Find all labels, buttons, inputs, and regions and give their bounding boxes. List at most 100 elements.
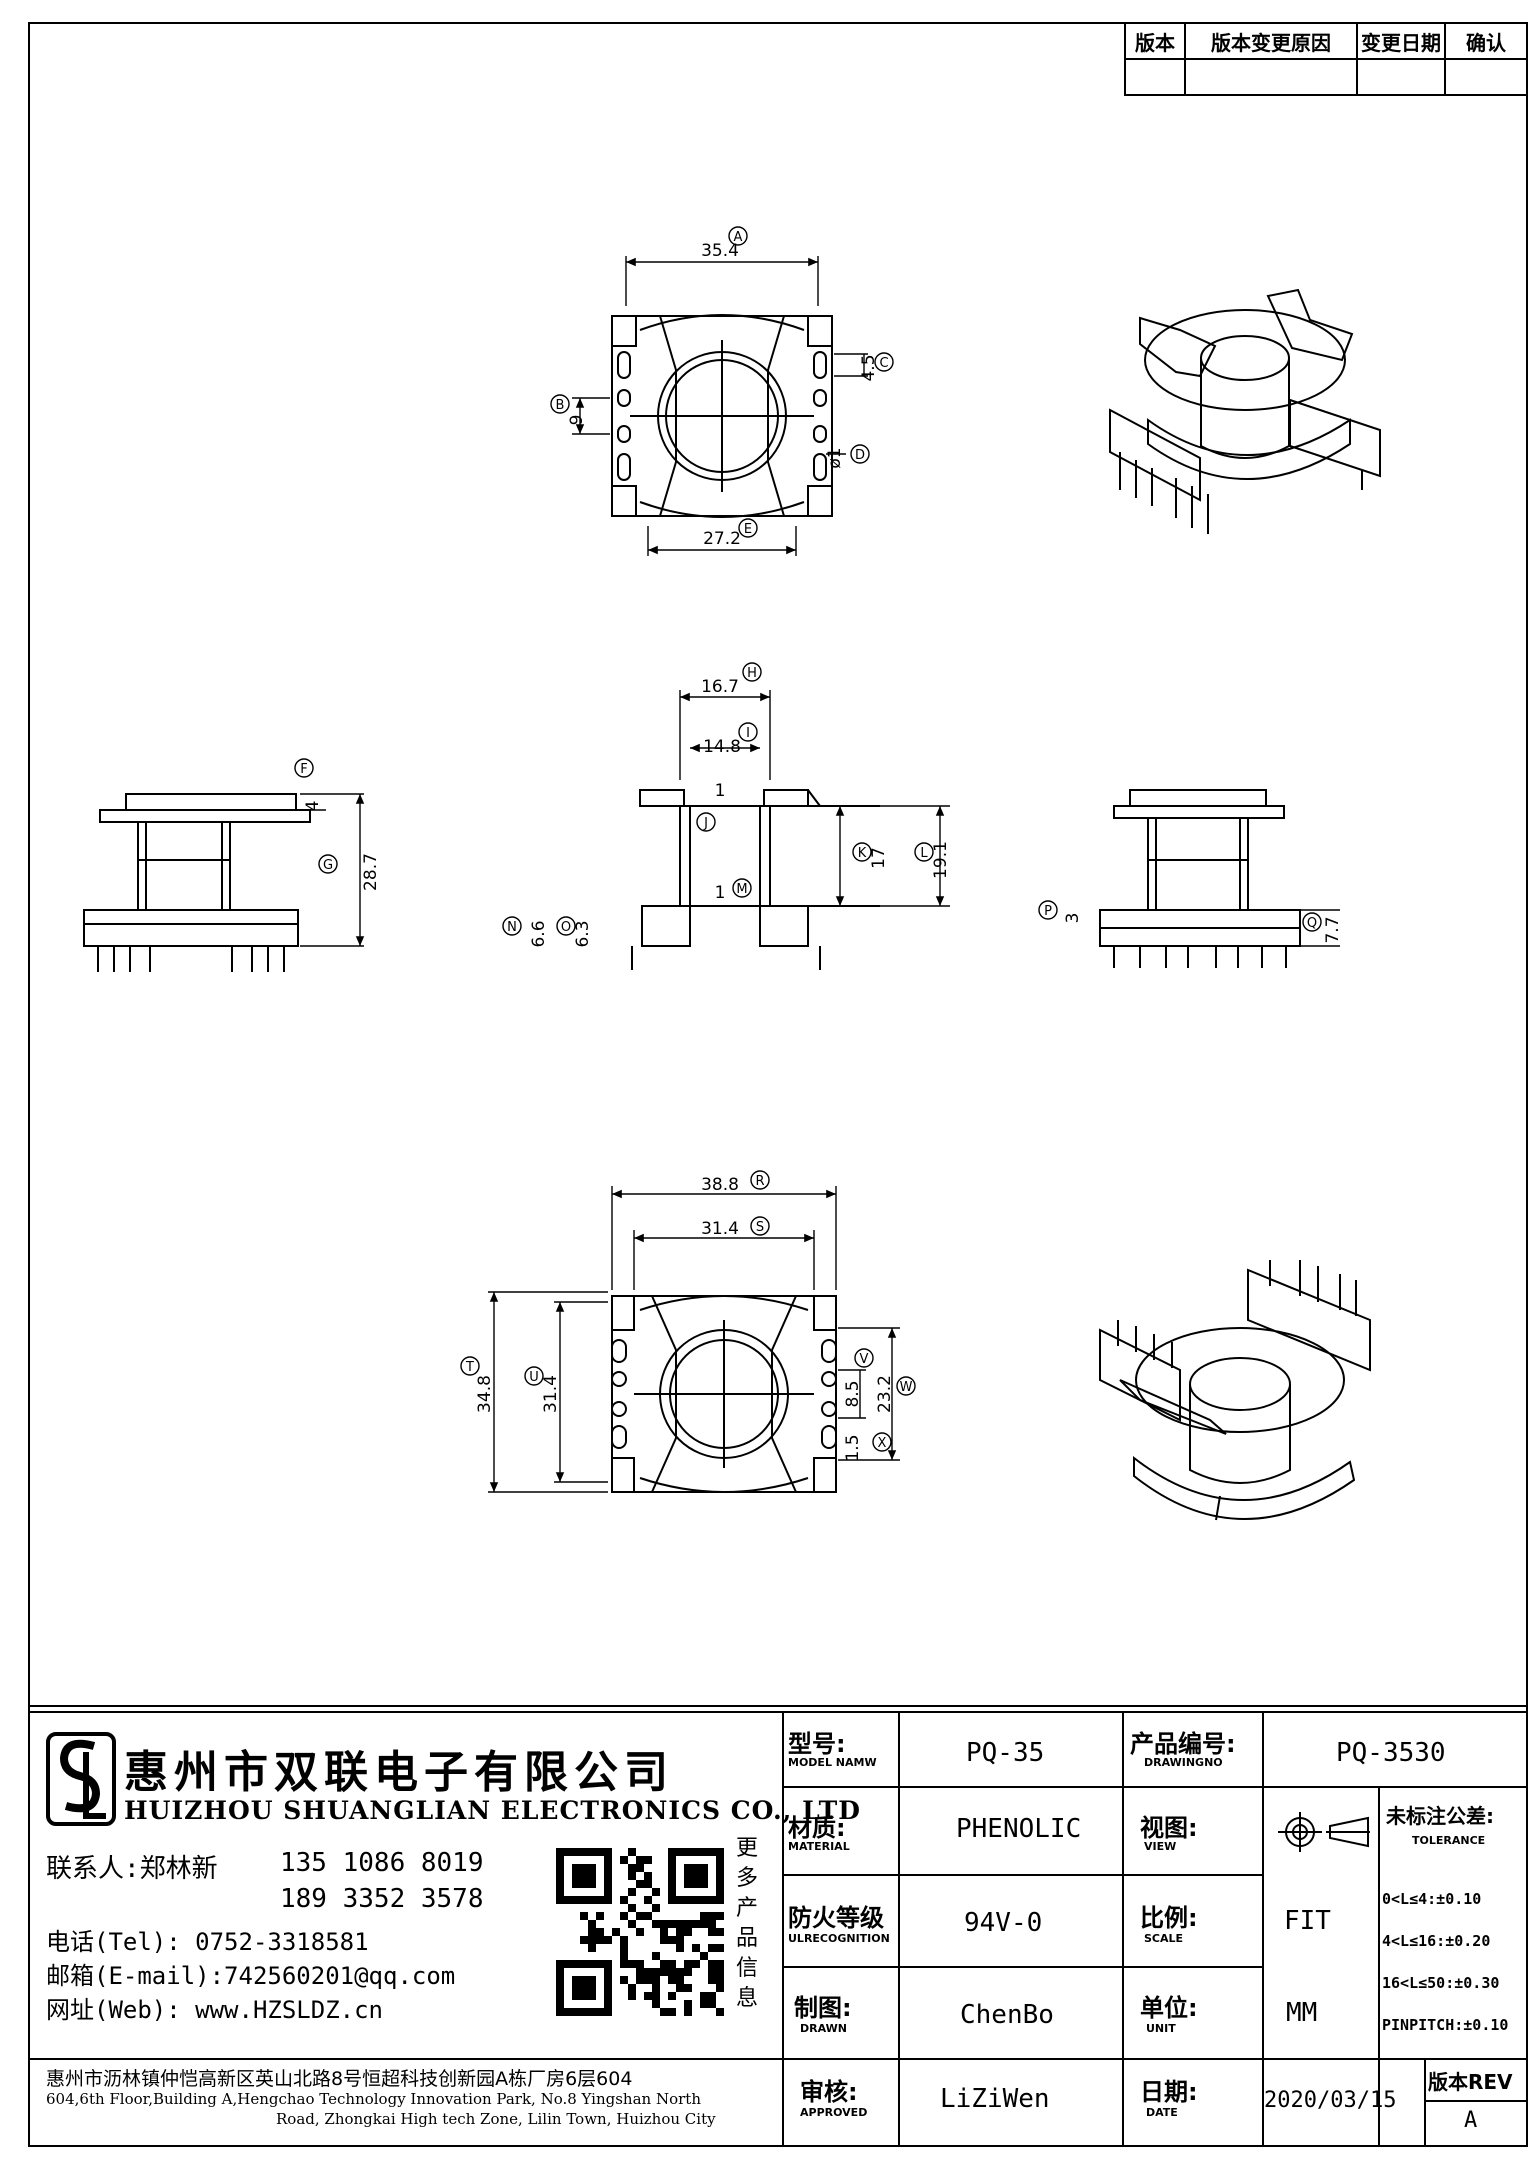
dimension-w-value: 23.2 xyxy=(875,1375,895,1413)
approved-label-en: APPROVED xyxy=(800,2106,868,2119)
dimension-u-balloon xyxy=(524,1366,544,1386)
rev-value: A xyxy=(1464,2108,1478,2133)
drawing-frame xyxy=(28,22,1528,2147)
tolerance-4: PINPITCH:±0.10 xyxy=(1382,2016,1509,2034)
dimension-t-letter: T xyxy=(465,1360,474,1375)
dimension-k-letter: K xyxy=(858,846,867,861)
dimension-m-balloon xyxy=(732,878,752,898)
dimension-q-letter: Q xyxy=(1307,916,1317,931)
front-view-center xyxy=(631,690,950,970)
dimension-t-balloon xyxy=(460,1356,480,1376)
dimension-d-balloon xyxy=(850,444,870,464)
top-view-2 xyxy=(488,1186,900,1493)
rev-col-confirm: 确认 xyxy=(1444,22,1528,60)
material-label: 材质: xyxy=(788,1814,846,1842)
dimension-i-value: 14.8 xyxy=(703,737,741,757)
drawing-no-label: 产品编号: xyxy=(1130,1730,1236,1758)
isometric-view-1 xyxy=(1109,288,1381,534)
dimension-d-value: ø1 xyxy=(825,447,845,468)
dimension-b-balloon xyxy=(550,394,570,414)
scale-label-en: SCALE xyxy=(1144,1932,1184,1945)
tolerance-label: 未标注公差: xyxy=(1386,1804,1494,1828)
dimension-a-value: 35.4 xyxy=(701,241,739,261)
web-label: 网址(Web): xyxy=(46,1996,181,2024)
tb-divider-rev xyxy=(1424,2058,1426,2147)
dimension-l-balloon xyxy=(914,842,934,862)
dimension-a-letter: A xyxy=(734,230,743,245)
tolerance-2: 4<L≤16:±0.20 xyxy=(1382,1932,1491,1950)
dimension-w-letter: W xyxy=(900,1380,913,1395)
side-view-left xyxy=(83,793,365,972)
tel-value: 0752-3318581 xyxy=(195,1928,369,1956)
contact-name: 郑林新 xyxy=(139,1854,218,1884)
view-label-en: VIEW xyxy=(1144,1840,1177,1853)
model-label: 型号: xyxy=(788,1730,846,1758)
dimension-h-letter: H xyxy=(747,666,757,681)
dimension-e-balloon xyxy=(738,518,758,538)
dimension-k-balloon xyxy=(852,842,872,862)
dimension-v-value: 8.5 xyxy=(843,1380,863,1407)
dimension-v-letter: V xyxy=(860,1352,869,1367)
dimension-a-balloon xyxy=(728,226,748,246)
dimension-j-balloon xyxy=(696,812,716,832)
web-value: www.HZSLDZ.cn xyxy=(195,1996,383,2024)
scale-value: FIT xyxy=(1284,1906,1331,1936)
view-label: 视图: xyxy=(1140,1814,1198,1842)
tb-divider-3 xyxy=(1262,1712,1264,2147)
dimension-o-value: 6.3 xyxy=(573,920,593,947)
phone-2: 189 3352 3578 xyxy=(280,1884,484,1914)
dimension-p-balloon xyxy=(1038,900,1058,920)
rev-col-version: 版本 xyxy=(1124,22,1186,60)
dimension-b-letter: B xyxy=(556,398,565,413)
top-view-1 xyxy=(572,256,868,556)
drawing-no-label-en: DRAWINGNO xyxy=(1144,1756,1223,1769)
dimension-l-letter: L xyxy=(920,846,928,861)
dimension-t-value: 34.8 xyxy=(475,1375,495,1413)
unit-value: MM xyxy=(1286,1998,1318,2028)
dimension-x-balloon xyxy=(872,1432,892,1452)
dimension-s-balloon xyxy=(750,1216,770,1236)
dimension-w-balloon xyxy=(896,1376,916,1396)
drawn-label: 制图: xyxy=(794,1994,852,2022)
tel-label: 电话(Tel): xyxy=(46,1928,181,1956)
dimension-q-balloon xyxy=(1302,912,1322,932)
dimension-c-letter: C xyxy=(879,356,888,371)
dimension-m-letter: M xyxy=(736,882,747,897)
tolerance-1: 0<L≤4:±0.10 xyxy=(1382,1890,1482,1908)
dimension-g-value: 28.7 xyxy=(361,853,381,891)
dimension-k-value: 17 xyxy=(869,847,889,869)
date-label: 日期: xyxy=(1140,2078,1198,2106)
dimension-p-letter: P xyxy=(1044,904,1052,919)
dimension-g-letter: G xyxy=(323,858,333,873)
isometric-view-2 xyxy=(1099,1260,1371,1521)
dimension-o-balloon xyxy=(556,916,576,936)
address-en-1: 604,6th Floor,Building A,Hengchao Techno… xyxy=(46,2090,701,2108)
dimension-r-balloon xyxy=(750,1170,770,1190)
approved-label: 审核: xyxy=(800,2078,858,2106)
tolerance-3: 16<L≤50:±0.30 xyxy=(1382,1974,1500,1992)
dimension-r-letter: R xyxy=(755,1174,764,1189)
tb-divider-1 xyxy=(898,1712,900,2147)
drawing-no-value: PQ-3530 xyxy=(1336,1738,1446,1768)
tb-divider-4 xyxy=(1378,1786,1380,2147)
dimension-c-value: 4.5 xyxy=(859,354,879,381)
scale-label: 比例: xyxy=(1140,1904,1198,1932)
dimension-b-value: 9 xyxy=(567,415,587,426)
address-en-2: Road, Zhongkai High tech Zone, Lilin Tow… xyxy=(276,2110,716,2128)
qr-code xyxy=(556,1848,724,2016)
company-name-en: HUIZHOU SHUANGLIAN ELECTRONICS CO., LTD xyxy=(124,1796,861,1825)
more-info-text: 更多 产品 信息 xyxy=(736,1836,759,2011)
dimension-e-letter: E xyxy=(744,522,752,537)
dimension-o-letter: O xyxy=(561,920,571,935)
dimension-n-balloon xyxy=(502,916,522,936)
contact-label: 联系人: xyxy=(46,1854,140,1884)
material-value: PHENOLIC xyxy=(956,1814,1082,1844)
model-label-en: MODEL NAMW xyxy=(788,1756,877,1769)
date-value: 2020/03/15 xyxy=(1264,2088,1397,2113)
dimension-h-balloon xyxy=(742,662,762,682)
approved-value: LiZiWen xyxy=(940,2084,1050,2114)
dimension-h-value: 16.7 xyxy=(701,677,739,697)
tb-row-2 xyxy=(782,1874,1262,1876)
